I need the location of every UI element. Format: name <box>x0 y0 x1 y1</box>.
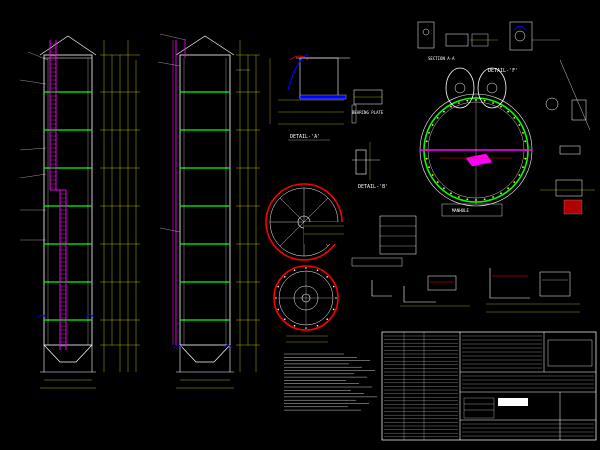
roof-plan-view: MANHOLE <box>419 67 533 217</box>
section-aa-title: SECTION A-A <box>428 56 455 61</box>
hopper-plan-upper <box>265 183 344 261</box>
bolt-detail-table <box>351 215 417 267</box>
right-side-details <box>540 59 595 215</box>
detail-f-title: DETAIL-'F' <box>488 68 518 74</box>
detail-b-title: DETAIL-'B' <box>358 184 388 190</box>
detail-f-small: DETAIL-'F' <box>488 21 560 74</box>
detail-b: DETAIL-'B' <box>352 142 388 190</box>
silo-elevation-left <box>19 35 140 389</box>
bearing-plate-label: BEARING PLATE <box>352 110 384 115</box>
title-block <box>381 331 597 441</box>
general-notes <box>284 353 377 411</box>
detail-a: DETAIL-'A' <box>269 53 350 141</box>
bearing-plate-detail: BEARING PLATE <box>351 89 384 124</box>
manhole-label: MANHOLE <box>452 208 469 213</box>
detail-a-title: DETAIL-'A' <box>290 134 320 140</box>
section-aa-detail: SECTION A-A <box>417 21 498 61</box>
hopper-plan-lower <box>273 265 339 343</box>
silo-elevation-center <box>157 33 260 389</box>
connection-details <box>371 268 580 313</box>
